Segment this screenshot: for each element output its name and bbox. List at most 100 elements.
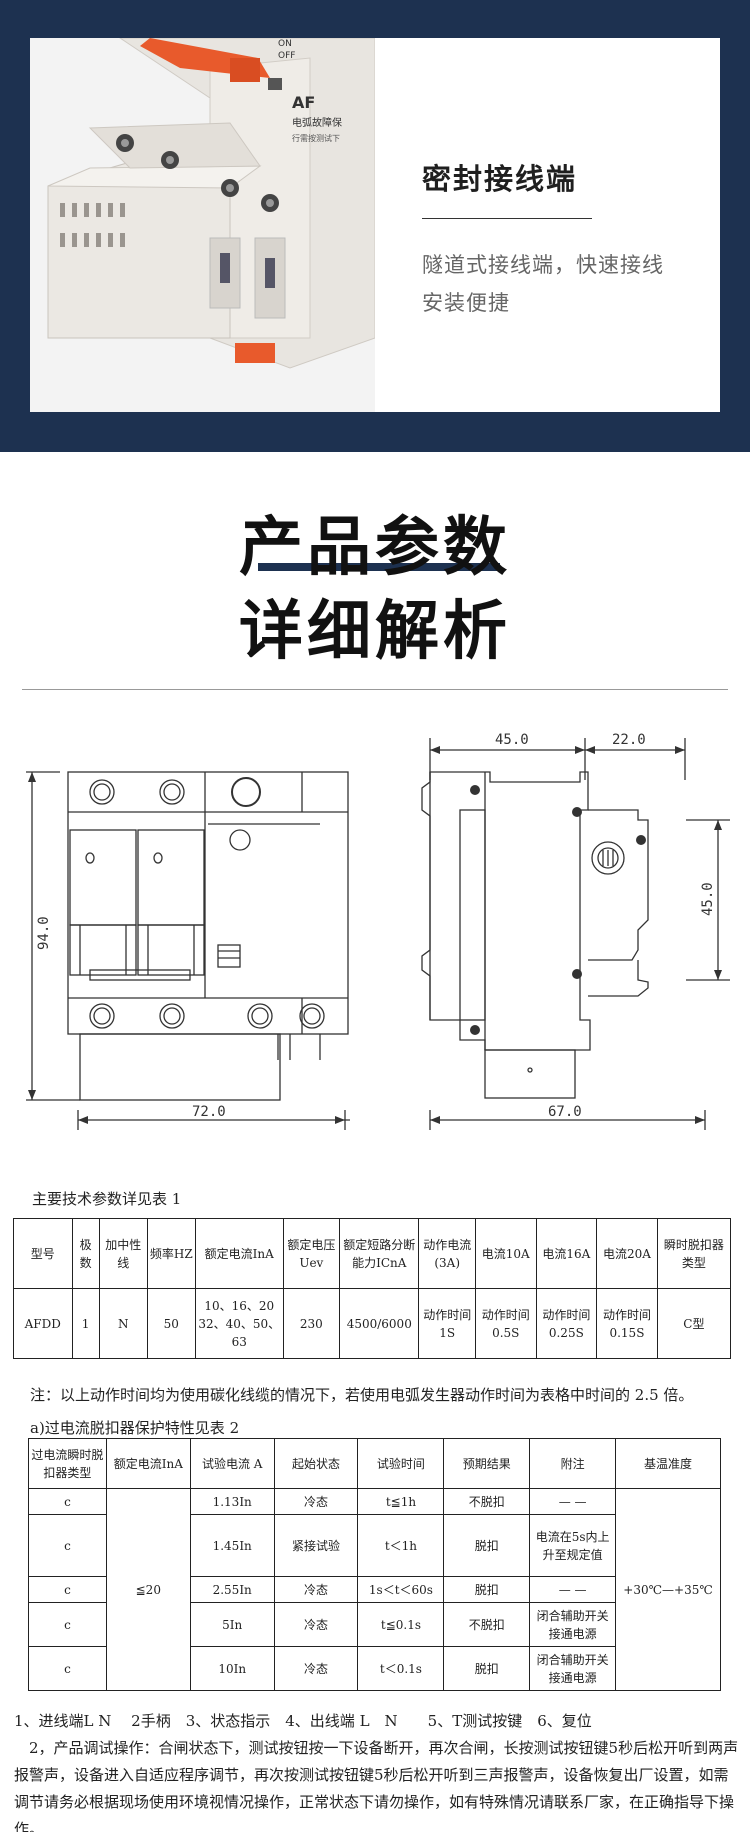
- protection-cell: 不脱扣: [443, 1602, 531, 1647]
- spec-header-cell: 极数: [71, 1218, 100, 1289]
- protection-header-cell: 试验电流 A: [189, 1438, 275, 1489]
- spec-header-cell: 额定电流InA: [194, 1218, 284, 1289]
- protection-cell: 2.55In: [189, 1576, 275, 1603]
- protection-header-cell: 过电流瞬时脱扣器类型: [28, 1438, 107, 1489]
- spec-cell: C型: [656, 1288, 732, 1359]
- protection-temperature: +30℃—+35℃: [615, 1488, 721, 1691]
- protection-cell: c: [28, 1602, 107, 1647]
- side-view-drawing: 45.0 22.0 45.0 67.0: [400, 720, 730, 1144]
- protection-cell: 10In: [189, 1646, 275, 1691]
- heading-underline: [258, 563, 500, 571]
- protection-cell: t＜1h: [357, 1514, 445, 1577]
- spec-header-cell: 额定短路分断能力ICnA: [339, 1218, 420, 1289]
- spec-header-cell: 动作电流(3A): [418, 1218, 476, 1289]
- spec-table-row: AFDD 1 N 50 10、16、20 32、40、50、63 230 450…: [13, 1288, 732, 1359]
- protection-header-cell: 附注: [529, 1438, 617, 1489]
- spec-cell: N: [98, 1288, 148, 1359]
- protection-cell: t≦1h: [357, 1488, 445, 1515]
- protection-table: 过电流瞬时脱扣器类型 额定电流InA 试验电流 A 起始状态 试验时间 预期结果…: [28, 1438, 721, 1691]
- footnote-parts: 1、进线端L N 2手柄 3、状态指示 4、出线端 L N 5、T测试按键 6、…: [14, 1712, 592, 1730]
- spec-cell: 动作时间0.25S: [535, 1288, 598, 1359]
- spec-cell: AFDD: [13, 1288, 73, 1359]
- brand-label: 电弧故障保: [292, 116, 342, 129]
- spec-cell: 1: [71, 1288, 100, 1359]
- side-height-dimension: 45.0: [700, 882, 716, 916]
- protection-cell: 冷态: [273, 1488, 359, 1515]
- protection-cell: t≦0.1s: [357, 1602, 445, 1647]
- breaker-illustration: ON OFF AF 电弧故障保 行需按测试下: [30, 38, 376, 412]
- protection-cell: 冷态: [273, 1576, 359, 1603]
- section-heading-line2: 详细解析: [239, 595, 511, 669]
- feature-banner: ON OFF AF 电弧故障保 行需按测试下: [0, 0, 750, 452]
- protection-cell: 1.45In: [189, 1514, 275, 1577]
- protection-cell: 紧接试验: [273, 1514, 359, 1577]
- side-top-width-b: 22.0: [612, 732, 646, 748]
- protection-cell: — —: [529, 1576, 617, 1603]
- protection-cell: 脱扣: [443, 1514, 531, 1577]
- spec-cell: 50: [146, 1288, 196, 1359]
- protection-cell: 1.13In: [189, 1488, 275, 1515]
- footnote-operation: 2，产品调试操作：合闸状态下，测试按钮按一下设备断开，再次合闸，长按测试按钮键5…: [14, 1739, 739, 1832]
- protection-table-row: c ≦20 1.13In 冷态 t≦1h 不脱扣 — — +30℃—+35℃: [28, 1488, 721, 1691]
- spec-cell: 4500/6000: [339, 1288, 420, 1359]
- protection-cell: 闭合辅助开关接通电源: [529, 1646, 617, 1691]
- protection-cell: 5In: [189, 1602, 275, 1647]
- spec-header-cell: 额定电压Uev: [282, 1218, 341, 1289]
- front-height-dimension: 94.0: [36, 916, 52, 950]
- front-view-drawing: 94.0 72.0: [20, 720, 350, 1144]
- protection-cell: 冷态: [273, 1646, 359, 1691]
- spec-cell: 动作时间1S: [418, 1288, 476, 1359]
- spec-table-header: 型号 极数 加中性线 频率HZ 额定电流InA 额定电压Uev 额定短路分断能力…: [13, 1218, 732, 1289]
- spec-cell: 动作时间0.5S: [474, 1288, 537, 1359]
- spec-table: 型号 极数 加中性线 频率HZ 额定电流InA 额定电压Uev 额定短路分断能力…: [13, 1218, 732, 1359]
- protection-table-header: 过电流瞬时脱扣器类型 额定电流InA 试验电流 A 起始状态 试验时间 预期结果…: [28, 1438, 721, 1489]
- feature-title: 密封接线端: [422, 162, 578, 196]
- protection-table-row: c 10In 冷态 t＜0.1s 脱扣 闭合辅助开关接通电源: [28, 1646, 721, 1691]
- protection-rated-current: ≦20: [105, 1488, 191, 1691]
- spec-cell: 动作时间0.15S: [596, 1288, 658, 1359]
- timing-note: 注：以上动作时间均为使用碳化线缆的情况下，若使用电弧发生器动作时间为表格中时间的…: [30, 1386, 694, 1404]
- spec-cell: 230: [282, 1288, 341, 1359]
- section-heading-line1: 产品参数: [239, 511, 511, 585]
- protection-cell: 电流在5s内上升至规定值: [529, 1514, 617, 1577]
- small-label: 行需按测试下: [292, 133, 340, 143]
- protection-cell: 脱扣: [443, 1576, 531, 1603]
- af-label: AF: [292, 93, 315, 112]
- spec-header-cell: 电流16A: [535, 1218, 598, 1289]
- off-label: OFF: [278, 51, 295, 61]
- protection-cell: c: [28, 1514, 107, 1577]
- on-label: ON: [278, 39, 292, 49]
- protection-cell: 冷态: [273, 1602, 359, 1647]
- protection-cell: c: [28, 1576, 107, 1603]
- footnotes: 1、进线端L N 2手柄 3、状态指示 4、出线端 L N 5、T测试按键 6、…: [14, 1708, 739, 1832]
- side-top-width-a: 45.0: [495, 732, 529, 748]
- spec-header-cell: 型号: [13, 1218, 73, 1289]
- table1-caption: 主要技术参数详见表 1: [32, 1190, 182, 1208]
- protection-table-row: c 5In 冷态 t≦0.1s 不脱扣 闭合辅助开关接通电源: [28, 1602, 721, 1647]
- protection-header-cell: 基温准度: [615, 1438, 721, 1489]
- protection-cell: — —: [529, 1488, 617, 1515]
- spec-cell: 10、16、20 32、40、50、63: [194, 1288, 284, 1359]
- protection-header-cell: 预期结果: [443, 1438, 531, 1489]
- protection-cell: 不脱扣: [443, 1488, 531, 1515]
- protection-cell: 1s＜t＜60s: [357, 1576, 445, 1603]
- protection-cell: 脱扣: [443, 1646, 531, 1691]
- protection-header-cell: 试验时间: [357, 1438, 445, 1489]
- protection-cell: c: [28, 1646, 107, 1691]
- spec-header-cell: 电流10A: [474, 1218, 537, 1289]
- protection-header-cell: 起始状态: [273, 1438, 359, 1489]
- section-divider: [22, 689, 728, 690]
- spec-header-cell: 电流20A: [596, 1218, 658, 1289]
- feature-desc-line2: 安装便捷: [422, 291, 510, 315]
- table2-caption: a)过电流脱扣器保护特性见表 2: [30, 1419, 240, 1437]
- spec-header-cell: 瞬时脱扣器类型: [656, 1218, 732, 1289]
- feature-card: ON OFF AF 电弧故障保 行需按测试下: [30, 38, 720, 412]
- feature-desc-line1: 隧道式接线端，快速接线: [422, 253, 664, 277]
- product-photo: ON OFF AF 电弧故障保 行需按测试下: [30, 38, 376, 412]
- feature-divider: [422, 218, 592, 219]
- protection-header-cell: 额定电流InA: [105, 1438, 191, 1489]
- feature-description: 隧道式接线端，快速接线 安装便捷: [422, 246, 712, 322]
- protection-cell: c: [28, 1488, 107, 1515]
- protection-cell: t＜0.1s: [357, 1646, 445, 1691]
- spec-header-cell: 频率HZ: [146, 1218, 196, 1289]
